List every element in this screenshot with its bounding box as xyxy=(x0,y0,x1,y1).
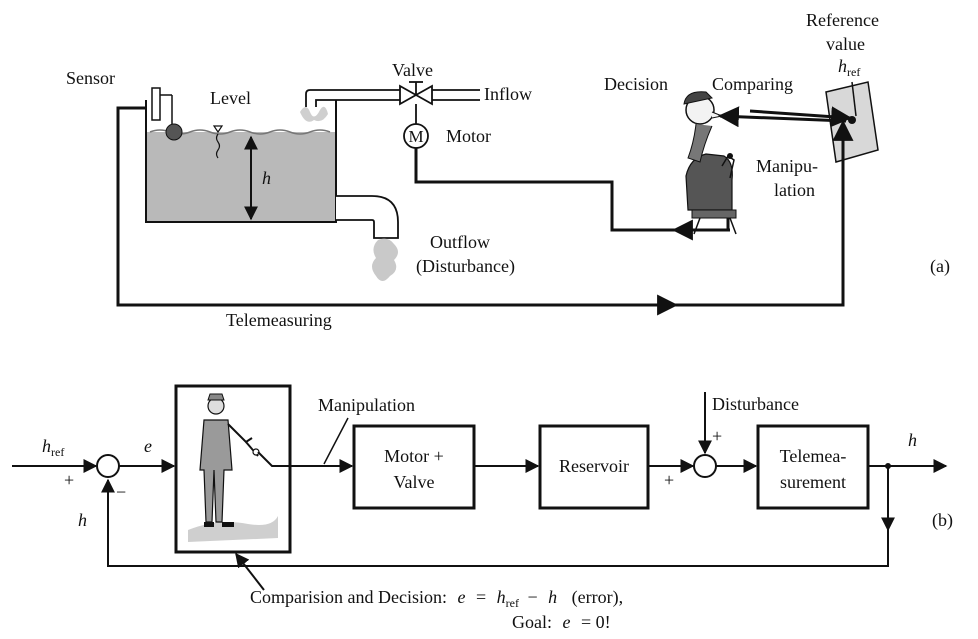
manipulation-line xyxy=(257,451,354,473)
motor-control-line xyxy=(414,148,730,232)
label-reference: Reference xyxy=(806,10,879,30)
caption-pointer xyxy=(235,552,265,591)
block-telemeasurement-line2: surement xyxy=(780,472,846,492)
label-comparing: Comparing xyxy=(712,74,793,94)
label-value: value xyxy=(826,34,865,54)
level-mark-icon xyxy=(212,125,224,159)
panel-b-tag: (b) xyxy=(932,510,953,531)
label-level: Level xyxy=(210,88,251,108)
label-e: e xyxy=(144,436,152,456)
label-decision: Decision xyxy=(604,74,668,94)
block-motor-valve-line2: Valve xyxy=(394,472,435,492)
summing-junction-error xyxy=(96,454,120,478)
operator-shadow xyxy=(188,516,278,542)
inflow-splash xyxy=(300,106,328,122)
label-manipulation-a2: lation xyxy=(774,180,815,200)
block-motor-valve xyxy=(352,424,476,510)
inflow-pipe xyxy=(305,89,400,107)
label-h-output: h xyxy=(908,430,917,450)
block-reservoir-label: Reservoir xyxy=(559,456,629,476)
summing-junction-disturbance xyxy=(693,454,717,478)
label-href-a: href xyxy=(838,56,860,79)
sensor-float xyxy=(165,123,183,141)
telemeasuring-line xyxy=(116,106,845,307)
tank-water xyxy=(146,132,336,222)
label-disturbance-b: Disturbance xyxy=(712,394,799,414)
label-h-feedback: h xyxy=(78,510,87,530)
label-sensor: Sensor xyxy=(66,68,115,88)
decision-arrow xyxy=(717,106,847,128)
worker-figure xyxy=(199,393,260,527)
label-tank-h: h xyxy=(262,168,271,188)
manipulation-pointer xyxy=(323,417,349,465)
label-valve: Valve xyxy=(392,60,433,80)
panel-a-tag: (a) xyxy=(930,256,950,277)
comparing-arrow xyxy=(749,106,853,128)
label-telemeasuring: Telemeasuring xyxy=(226,310,332,330)
caption-goal: Goal: e = 0! xyxy=(512,612,611,632)
outflow-pipe xyxy=(336,195,399,239)
block-telemeasurement-line1: Telemea- xyxy=(780,446,847,466)
panel-a: M Sensor Level xyxy=(66,10,950,330)
label-disturbance-a: (Disturbance) xyxy=(416,256,515,277)
block-reservoir xyxy=(538,424,650,510)
sum2-plus-left: + xyxy=(664,470,674,490)
caption-equation: Comparision and Decision: e = href − h (… xyxy=(250,587,623,611)
sum2-plus-top: + xyxy=(712,426,722,446)
motor-symbol: M xyxy=(408,127,423,146)
label-href-b: href xyxy=(42,436,64,459)
label-motor: Motor xyxy=(446,126,491,146)
tank-walls xyxy=(145,100,337,223)
block-motor-valve-line1: Motor + xyxy=(384,446,444,466)
sum1-minus: − xyxy=(116,482,126,502)
panel-b: href + − h e Manipulation Motor + Valve xyxy=(12,384,953,632)
label-manipulation-b: Manipulation xyxy=(318,395,415,415)
label-manipulation-a1: Manipu- xyxy=(756,156,818,176)
sum1-plus: + xyxy=(64,470,74,490)
operator-figure xyxy=(683,91,737,235)
block-telemeasurement xyxy=(756,424,870,510)
label-outflow: Outflow xyxy=(430,232,490,252)
sensor-rod xyxy=(151,87,161,121)
outflow-water xyxy=(372,238,398,281)
label-inflow: Inflow xyxy=(484,84,532,104)
